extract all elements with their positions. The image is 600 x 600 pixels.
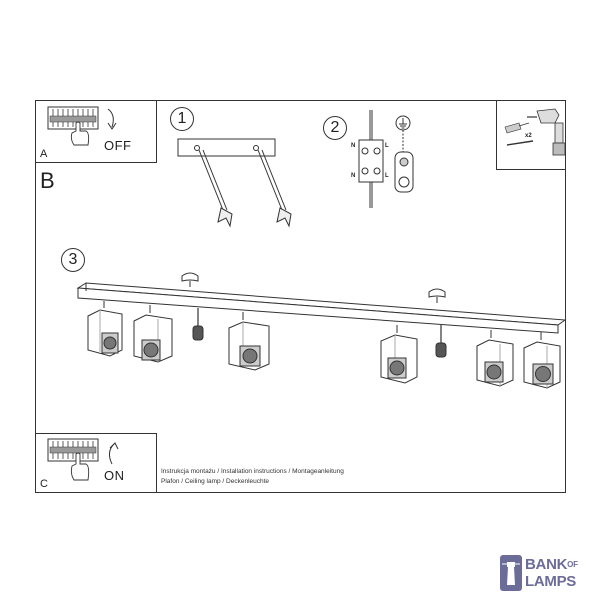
neutral-label-top: N <box>351 143 356 149</box>
live-label-top: L <box>385 143 389 149</box>
logo-word-lamps: LAMPS <box>525 573 577 590</box>
step-2-number: 2 <box>323 116 347 140</box>
logo-word-bank: BANK <box>525 556 568 573</box>
section-b-letter: B <box>40 168 55 193</box>
fuse-box-hand-icon <box>47 438 119 481</box>
caption-line-2: Plafon / Ceiling lamp / Deckenleuchte <box>161 478 270 485</box>
caption-line-1: Instrukcja montażu / Installation instru… <box>161 468 344 475</box>
step-3-number: 3 <box>61 248 85 272</box>
panel-c-switch-on: C ON <box>35 433 157 493</box>
drill-icon <box>504 108 566 156</box>
tools-quantity: x2 <box>525 133 532 139</box>
logo-word-of: OF <box>567 560 578 569</box>
wall-plug-icon <box>504 122 522 134</box>
lighthouse-icon <box>500 555 522 591</box>
panel-c-letter: C <box>40 478 48 490</box>
panel-tools: x2 <box>496 100 566 170</box>
screw-icon <box>506 140 534 146</box>
fuse-box-hand-icon <box>47 106 117 146</box>
neutral-label-bottom: N <box>351 173 356 179</box>
switch-off-label: OFF <box>104 138 132 153</box>
live-label-bottom: L <box>385 173 389 179</box>
panel-a-letter: A <box>40 148 48 160</box>
step-1-number: 1 <box>170 107 194 131</box>
bank-of-lamps-logo: BANKOF LAMPS <box>500 553 600 595</box>
switch-on-label: ON <box>104 468 125 483</box>
panel-a-switch-off: A OFF <box>35 100 157 163</box>
